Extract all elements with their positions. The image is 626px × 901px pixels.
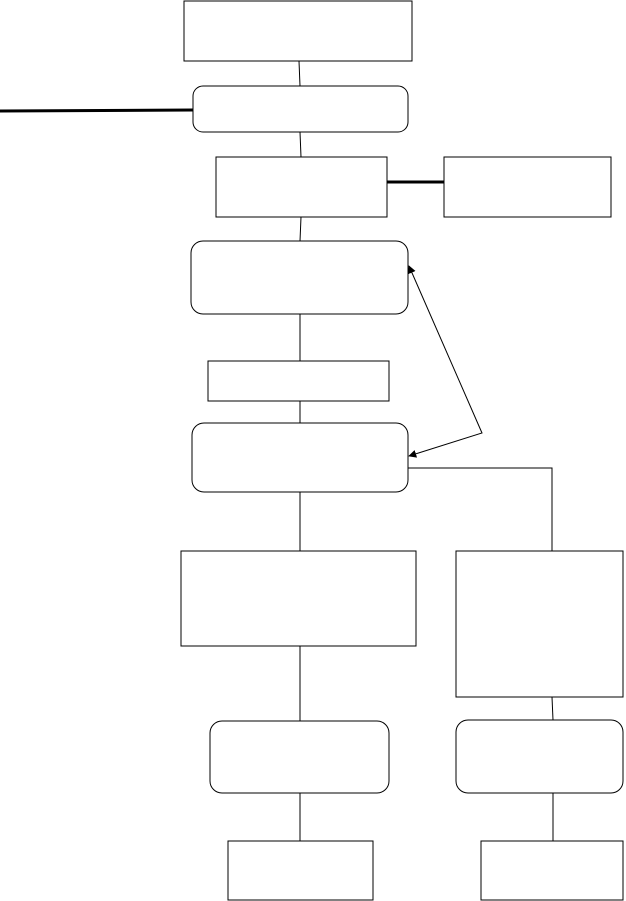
- connectors: [0, 60, 554, 841]
- connector-box6-box7-right: [408, 467, 553, 551]
- flow-box-3-side: [443, 156, 612, 218]
- flow-box-8-right: [455, 719, 624, 794]
- flow-box-1: [183, 0, 413, 62]
- flow-box-8-left: [209, 720, 390, 794]
- connector-box1-box2: [298, 60, 301, 87]
- flow-box-3: [215, 156, 388, 218]
- flow-box-6: [191, 422, 409, 493]
- flow-box-7-left: [180, 550, 417, 647]
- connector-left-into-box2: [0, 108, 194, 113]
- connector-box3-box4: [299, 216, 302, 242]
- flow-box-7-right: [455, 550, 624, 698]
- boxes: [180, 0, 624, 901]
- flow-box-4: [190, 240, 409, 315]
- flow-box-2: [192, 85, 409, 133]
- flow-box-9-left: [227, 840, 374, 901]
- connector-feedback-arrow: [408, 265, 483, 458]
- flow-box-9-right: [480, 840, 624, 901]
- connector-box7-right-box8-right: [551, 696, 554, 721]
- connector-box2-box3: [299, 131, 302, 158]
- flow-box-5: [207, 360, 390, 402]
